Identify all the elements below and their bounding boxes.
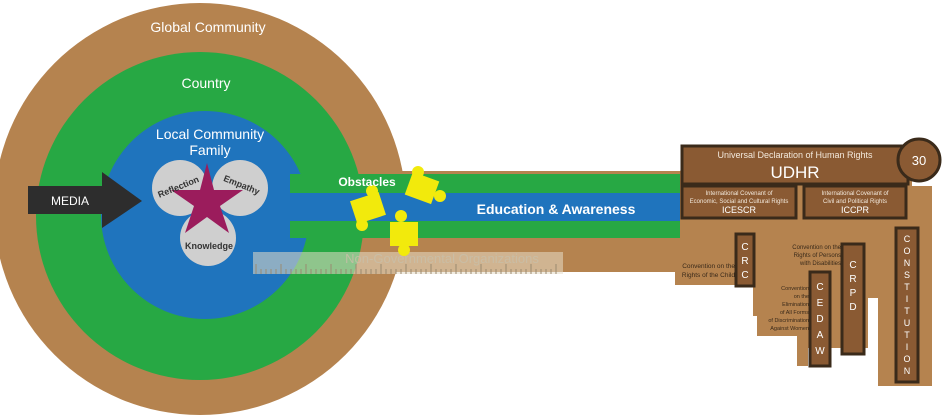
crpd-desc-line1: Convention on the [792,245,841,251]
cedaw-letter: W [815,346,825,357]
media-arrow [28,172,142,228]
crc-desc-line2: Rights of the Child [682,272,735,279]
constitution-letter: T [904,330,910,340]
obstacles-label: Obstacles [338,175,396,189]
crc-letter: C [741,242,748,253]
puzzle-piece-2 [404,166,446,205]
constitution-letter: T [904,282,910,292]
cedaw-box [808,270,832,368]
icescr-box [680,184,798,220]
cedaw-letter: A [817,330,824,341]
constitution-letter: I [906,294,909,304]
iccpr-abbr: ICCPR [841,205,870,215]
cedaw-desc-line3: Elimination [782,302,809,308]
udhr-number-badge [896,137,942,183]
crpd-letter: R [849,274,856,285]
icescr-line2: Economic, Social and Cultural Rights [690,199,789,205]
constitution-letter: C [904,234,911,244]
country-label: Country [181,75,230,91]
constitution-letter: N [904,258,911,268]
cedaw-letter: D [816,314,823,325]
global-community-label: Global Community [150,19,265,35]
iccpr-box [802,184,908,220]
iccpr-line1: International Covenant of [821,191,888,197]
puzzle-piece-3 [390,210,418,256]
constitution-letter: T [904,306,910,316]
crpd-desc-line2: Rights of Persons [794,253,841,259]
icescr-abbr: ICESCR [722,205,757,215]
ngo-label: Non-Governmental Organizations [345,251,539,266]
constitution-letter: O [903,246,910,256]
cedaw-desc-line4: of All Forms [780,310,809,316]
iccpr-line2: Civil and Political Rights [823,199,887,205]
puzzle-piece-1 [350,185,386,231]
constitution-letter: O [903,354,910,364]
empathy-circle [212,160,268,216]
crc-box [734,232,756,288]
constitution-letter: U [904,318,911,328]
crc-letter: C [741,270,748,281]
udhr-abbr: UDHR [770,163,819,182]
crc-desc-line1: Convention on the [682,263,735,270]
crpd-letter: C [849,260,856,271]
constitution-letter: S [904,270,910,280]
star [171,163,243,233]
crpd-desc-line3: with Disabilities [799,261,841,267]
local-community-label: Local Community [156,126,264,142]
cedaw-letter: C [816,282,823,293]
cedaw-desc-line5: of Discrimination [768,318,809,324]
knowledge-circle [180,210,236,266]
education-awareness-label: Education & Awareness [477,201,636,217]
media-label: MEDIA [51,194,89,208]
cedaw-letter: E [817,298,824,309]
constitution-letter: N [904,366,911,376]
udhr-title: Universal Declaration of Human Rights [717,150,873,160]
family-label: Family [189,142,230,158]
icescr-line1: International Covenant of [705,191,772,197]
cedaw-desc-line6: Against Women [770,326,809,332]
crpd-box [840,242,866,356]
crpd-letter: D [849,302,856,313]
cedaw-desc-line1: Convention [781,286,809,292]
udhr-number: 30 [912,153,926,168]
constitution-letter: I [906,342,909,352]
crc-letters: CRC [741,242,748,281]
crpd-letter: P [850,288,857,299]
ruler-ticks [255,264,557,274]
knowledge-label: Knowledge [185,241,233,251]
cedaw-desc-line2: on the [794,294,809,300]
constitution-box [894,226,920,384]
crc-letter: R [741,256,748,267]
